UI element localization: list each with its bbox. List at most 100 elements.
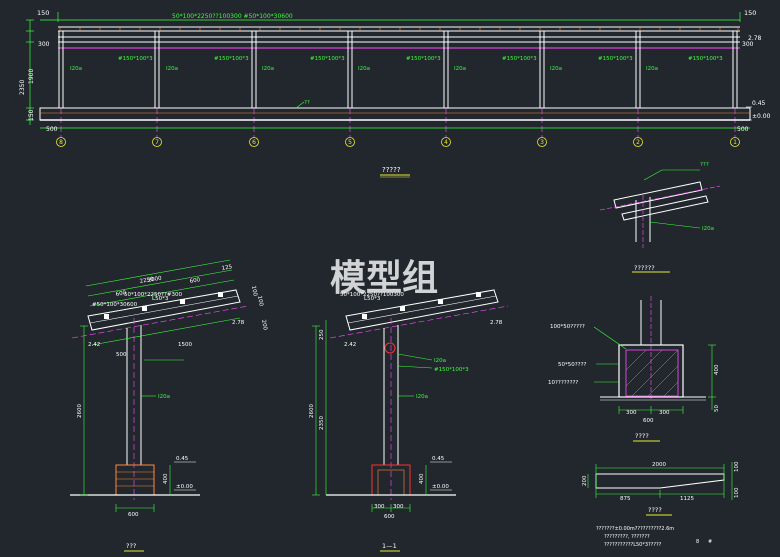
side-level-000: ±0.00 — [176, 484, 193, 490]
note-number: 8 — [696, 539, 699, 545]
section-dim-300a: 300 — [374, 504, 385, 510]
slab-dim-100a: 100 — [734, 461, 740, 472]
beam-label-7: I20a — [646, 66, 658, 72]
footing-label-2: 50*50???? — [558, 362, 587, 368]
section-pipe-label: #150*100*3 — [434, 367, 469, 373]
side-note-l50: L50*3 — [152, 296, 169, 302]
section-title: 1—1 — [382, 542, 397, 550]
side-view: 2250 2000 600 600 125 100 100 200 50*100… — [70, 259, 268, 552]
level-045: 0.45 — [752, 100, 766, 107]
side-dim-1500: 1500 — [178, 342, 192, 348]
section-beam-label: I20a — [434, 358, 446, 364]
side-dim-125: 125 — [221, 264, 233, 272]
section-dim-2600: 2600 — [309, 404, 315, 418]
slab-dim-1125: 1125 — [680, 496, 694, 502]
pipe-label-4: #150*100*3 — [406, 56, 441, 62]
section-1-1: 50*100*2250??100300 L50*3 2.78 2.42 I20a… — [309, 289, 509, 552]
note-line-3: ???????????L50*3????? — [604, 542, 662, 548]
dim-300-right: 300 — [742, 41, 754, 48]
slab-dim-2000: 2000 — [652, 462, 666, 468]
pipe-label-7: #150*100*3 — [688, 56, 723, 62]
side-dim-200: 200 — [260, 319, 268, 331]
pipe-label-5: #150*100*3 — [502, 56, 537, 62]
axis-label-6: 3 — [540, 139, 544, 146]
dim-500-right: 500 — [737, 126, 749, 133]
axis-label-7: 2 — [636, 139, 640, 146]
slab-title: ???? — [648, 506, 662, 514]
side-dim-600-bottom: 600 — [128, 512, 139, 518]
pipe-label-6: #150*100*3 — [598, 56, 633, 62]
dim-2350: 2350 — [19, 80, 26, 95]
section-dim-2350: 2350 — [319, 416, 325, 430]
side-beam-label: I20a — [158, 394, 170, 400]
footing-dim-300b: 300 — [659, 410, 670, 416]
section-dim-400: 400 — [419, 473, 425, 484]
side-dim-100a: 100 — [250, 285, 258, 297]
footing-title: ???? — [635, 432, 649, 440]
watermark: 模型组 — [330, 258, 438, 299]
section-slope-left: 2.42 — [344, 342, 356, 348]
side-dim-100b: 100 — [256, 295, 264, 307]
side-note-mid: #50*100*30600 — [92, 302, 138, 308]
beam-label-4: I20a — [358, 66, 370, 72]
side-dim-2600: 2600 — [77, 404, 83, 418]
section-level-045: 0.45 — [432, 456, 445, 462]
joint-label-beam: I20a — [702, 226, 714, 232]
axis-label-8: 1 — [733, 139, 737, 146]
section-slope: 2.78 — [490, 320, 503, 326]
note-symbol: # — [708, 539, 712, 545]
footing-dim-50: 50 — [714, 405, 720, 412]
footing-dim-400: 400 — [714, 364, 720, 375]
side-slope: 2.78 — [232, 320, 245, 326]
beam-label-5: I20a — [454, 66, 466, 72]
footing-label-1: 100*50????? — [550, 324, 585, 330]
note-line-2: ?????????, ??????? — [604, 534, 650, 540]
side-title: ??? — [126, 542, 136, 550]
section-dim-300b: 300 — [393, 504, 404, 510]
side-dim-2000: 2000 — [147, 276, 162, 284]
axis-label-2: 7 — [155, 139, 159, 146]
side-dim-2250: 2250 — [139, 277, 154, 285]
side-note-top: 50*100*2250??#300 — [124, 292, 182, 298]
elevation-title: ????? — [382, 166, 401, 174]
side-level-045: 0.45 — [176, 456, 189, 462]
side-dim-500: 500 — [116, 352, 127, 358]
section-dim-600: 600 — [384, 514, 395, 520]
joint-detail: ??? I20a ?????? — [599, 162, 721, 273]
axis-label-4: 5 — [348, 139, 352, 146]
side-dim-400: 400 — [163, 473, 169, 484]
axis-label-1: 8 — [59, 139, 63, 146]
beam-label-1: I20a — [70, 66, 82, 72]
joint-label-top: ??? — [700, 162, 709, 168]
joint-title: ?????? — [634, 264, 655, 272]
section-level-000: ±0.00 — [432, 484, 449, 490]
dim-500-left: 500 — [46, 126, 58, 133]
note-line-1: ???????±0.00m??????????2.6m — [596, 526, 674, 532]
pipe-label-1: #150*100*3 — [118, 56, 153, 62]
footing-dim-300a: 300 — [626, 410, 637, 416]
axis-label-3: 6 — [252, 139, 256, 146]
section-note-l50: L50*3 — [364, 296, 381, 302]
dim-top-right: 150 — [744, 9, 756, 17]
footing-label-3: 10???????? — [548, 380, 578, 386]
beam-label-6: I20a — [550, 66, 562, 72]
dim-300-left: 300 — [38, 41, 50, 48]
footing-detail: 100*50????? 50*50???? 10???????? 400 50 … — [548, 296, 720, 442]
side-dim-600b: 600 — [189, 277, 201, 285]
slope-top: 2.78 — [748, 35, 762, 42]
section-dim-250: 250 — [319, 329, 325, 340]
side-slope-left: 2.42 — [88, 342, 100, 348]
front-elevation: 150 150 50*100*2250??100300 #50*100*3060… — [19, 9, 771, 178]
ground-label: ?? — [304, 100, 310, 106]
section-beam-label-2: I20a — [416, 394, 428, 400]
pipe-label-2: #150*100*3 — [214, 56, 249, 62]
side-dim-600a: 600 — [115, 290, 127, 298]
slab-dim-100b: 100 — [734, 487, 740, 498]
dim-top-left: 150 — [37, 9, 49, 17]
dim-1900: 1900 — [28, 69, 35, 84]
footing-dim-600: 600 — [643, 418, 654, 424]
pipe-label-3: #150*100*3 — [310, 56, 345, 62]
beam-label-3: I20a — [262, 66, 274, 72]
axis-label-5: 4 — [444, 139, 448, 146]
